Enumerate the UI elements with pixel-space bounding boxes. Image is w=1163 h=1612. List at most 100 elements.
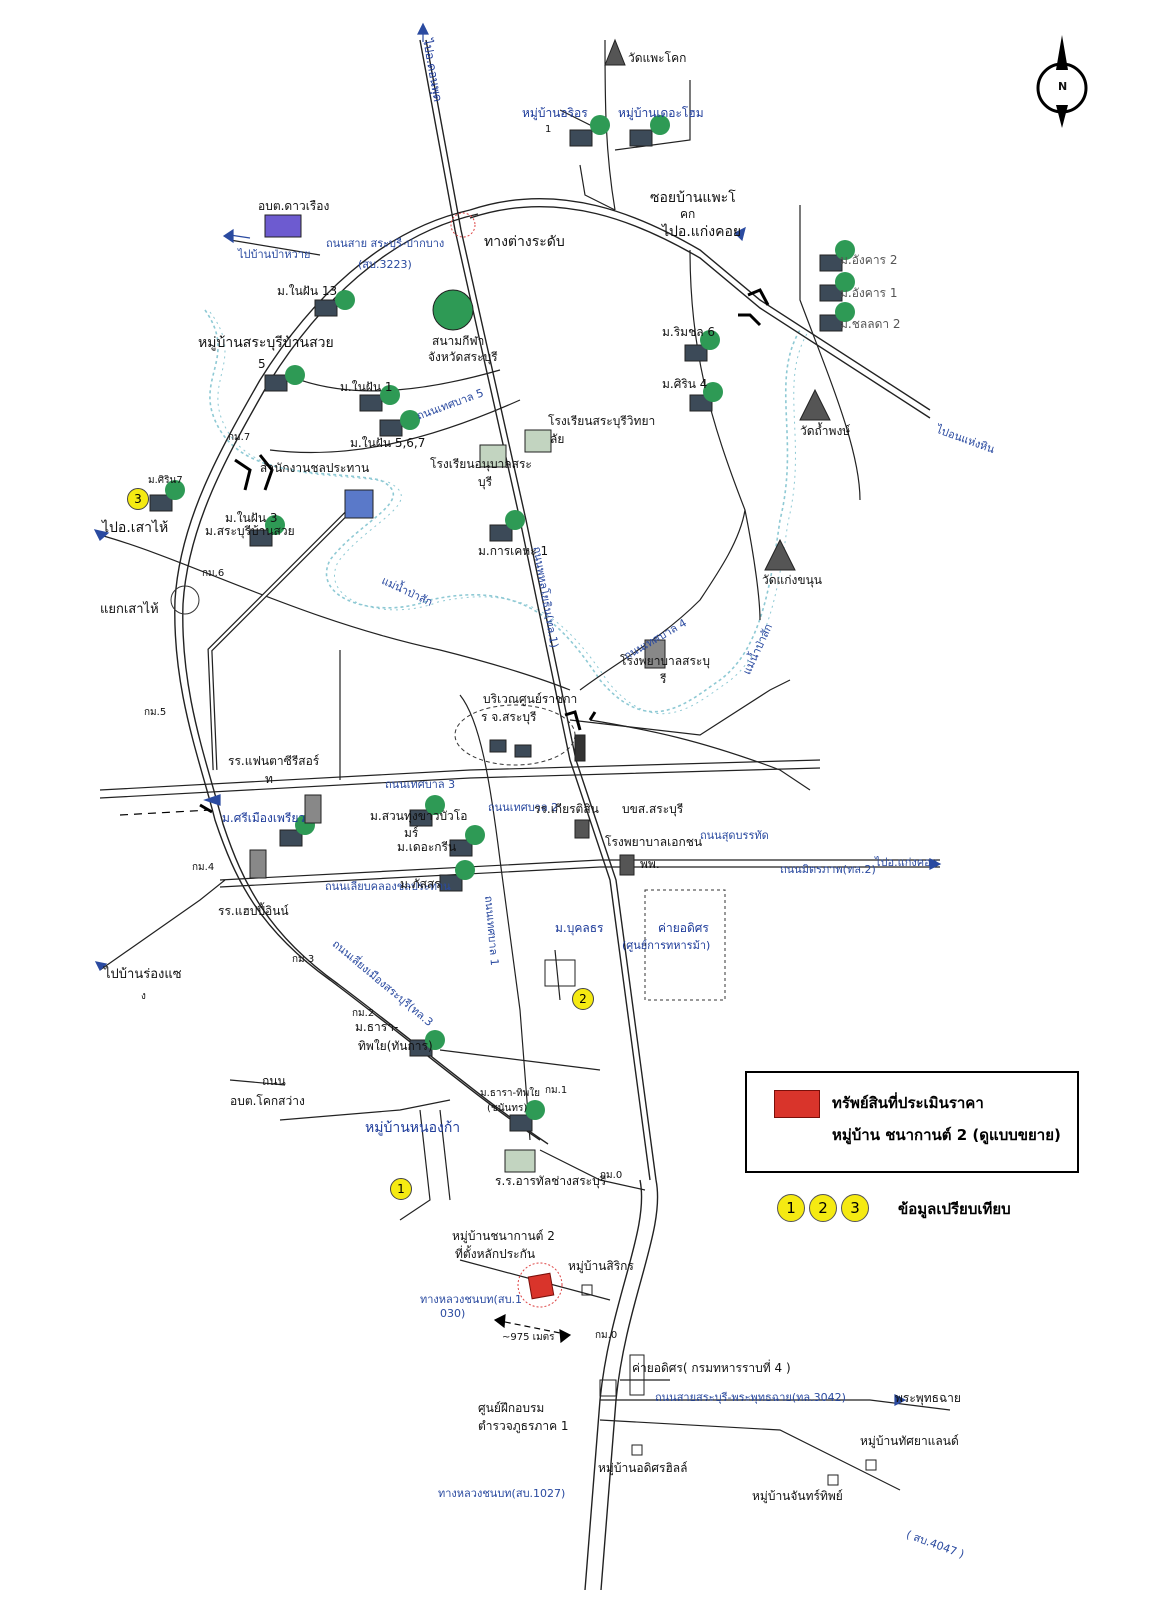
camp-adisorn2: (ศูนย์การทหารม้า) (622, 939, 711, 952)
mu-the-home: หมู่บ้านเดอะโฮม (618, 106, 704, 120)
road-tessaban3: ถนนเทศบาล 3 (385, 778, 456, 791)
legend-swatch (774, 1090, 820, 1118)
m-suan-thung2: มร์ (404, 826, 419, 840)
comparison-marker-2: 2 (809, 1194, 837, 1222)
gov-center: บริเวณศูนย์ราชกา (483, 692, 578, 706)
road-irrigation (207, 508, 352, 771)
hospital-private: โรงพยาบาลเอกชน (605, 835, 703, 849)
m-angkhara2: ม.อังคาร 2 (840, 253, 898, 267)
temple-icons (604, 38, 831, 571)
camp2: ค่ายอดิศร( กรมทหารราบที่ 4 ) (632, 1361, 791, 1375)
m-thara3: ม.ธารา-ทิพใย (480, 1088, 541, 1099)
m-thara2: ทิพใย(ทันการ) (358, 1039, 433, 1053)
hospital: โรงพยาบาลสระบุ (620, 654, 710, 668)
interchange-circle (450, 212, 476, 238)
wat-phae-khok: วัดแพะโคก (628, 51, 687, 65)
m-the-green: ม.เดอะกรีน (397, 840, 457, 854)
subject-property (527, 1272, 555, 1300)
m-sirin4: ม.ศิริน 4 (662, 377, 708, 391)
dir-west: ไปบ้านป่าหวาย (238, 248, 311, 261)
wat-tham-phong: วัดถ้ำพงษ์ (800, 424, 851, 438)
m-thara: ม.ธารา- (355, 1020, 399, 1034)
stadium-label2: จังหวัดสระบุรี (428, 350, 498, 364)
mu-nong-kao: หมู่บ้านหนองก้า (365, 1120, 461, 1136)
m-nai-fan567: ม.ในฝัน 5,6,7 (350, 436, 426, 450)
m-sri-mueang: ม.ศรีเมืองเพรียว (222, 811, 306, 825)
hotel-fantasy: รร.แฟนตาซีรีสอร์ (228, 754, 320, 768)
tree-icons (165, 115, 855, 1120)
camp-adisorn: ค่ายอดิศร (658, 921, 709, 935)
m-sirin7: ม.ศิริน7 (148, 475, 183, 486)
dir-left-lower-suffix: ง (141, 991, 146, 1002)
yaek-sao-hai-circle (170, 585, 200, 615)
m-nai-fan1: ม.ในฝัน 1 (340, 380, 393, 394)
mu-chan-thip: หมู่บ้านจันทร์ทิพย์ (752, 1489, 843, 1503)
km7: กม.7 (228, 432, 251, 443)
camp-adisorn-area (644, 889, 726, 1001)
dir-left-mid: ไปอ.เสาไห้ (102, 520, 169, 536)
abt-khok: ถนน (262, 1074, 286, 1088)
m-chonlada2: ม.ชลลดา 2 (840, 317, 901, 331)
building-icons (249, 214, 877, 1486)
chanakan-label1: หมู่บ้านชนากานต์ 2 (452, 1229, 555, 1243)
gov-center2: ร จ.สระบุรี (481, 710, 537, 724)
direction-arrows (93, 22, 942, 1406)
school-saraburi-witthaya2: ลัย (550, 432, 565, 446)
comparison-pin-3: 3 (127, 488, 149, 510)
dir-east-mid: ไปอ.แก่งคอย (875, 856, 938, 869)
legend-line1: ทรัพย์สินที่ประเมินราคา (832, 1094, 984, 1112)
road-sut-banthat: ถนนสุดบรรทัด (700, 829, 769, 842)
village-icons (149, 129, 843, 1132)
road-phahon-yothin (419, 39, 659, 1591)
road-1030: ทางหลวงชนบท(สบ.1 (420, 1293, 523, 1306)
hotel-happy-inn: รร.แฮปปี้อินน์ (218, 904, 289, 918)
school-anuban: โรงเรียนอนุบาลสระ (430, 457, 532, 471)
abt-khok2: อบต.โคกสว่าง (230, 1094, 305, 1108)
school-saraburi-witthaya: โรงเรียนสระบุรีวิทยา (548, 414, 656, 428)
abt-dao-rueang: อบต.ดาวเรือง (258, 199, 330, 213)
distance-arrow (119, 809, 572, 1344)
comparison-marker-3: 3 (841, 1194, 869, 1222)
mu-sirikorn: หมู่บ้านสิริกร (568, 1259, 634, 1273)
km1: กม.1 (545, 1085, 568, 1096)
school-lan: ร.ร.อารทัลช่างสระบุรี (495, 1174, 607, 1188)
dir-left-lower: ไปบ้านร่องแซ (104, 967, 182, 982)
km6: กม.6 (202, 568, 225, 579)
km2: กม.2 (352, 1008, 375, 1019)
mu-saraburi-bansuai: หมู่บ้านสระบุรีบ้านสวย (198, 335, 334, 351)
m-nai-fan13: ม.ในฝัน 13 (277, 284, 338, 298)
km0b: กม.0 (595, 1330, 618, 1341)
hospital2: รี (660, 672, 667, 686)
pp-label: พพ. (640, 857, 660, 871)
compass (1036, 35, 1088, 128)
dir-northeast: ไปอ.แก่งคอย (662, 224, 742, 240)
mu-saraburi-bansuai-num: 5 (258, 357, 266, 371)
legend-line2: หมู่บ้าน ชนากานต์ 2 (ดูแบบขยาย) (832, 1126, 1061, 1144)
road-1027: ทางหลวงชนบท(สบ.1027) (438, 1487, 566, 1500)
road-mittraphap: ถนนมิตรภาพ(ทล.2) (780, 863, 876, 876)
compass-letter: N (1058, 80, 1068, 93)
m-angkhara1: ม.อังคาร 1 (840, 286, 898, 300)
comparison-marker-1: 1 (777, 1194, 805, 1222)
m-bunklon: ม.บุคลธร (555, 921, 604, 935)
km3: กม.3 (292, 954, 315, 965)
km0: กม.0 (600, 1170, 623, 1181)
distance-label: ~975 เมตร (502, 1332, 555, 1343)
wat-kaeng-khanun: วัดแก่งขนุน (762, 573, 822, 587)
chanakan-label2: ที่ตั้งหลักประกัน (455, 1247, 536, 1261)
yaek-sao-hai: แยกเสาไห้ (100, 602, 159, 617)
km4: กม.4 (192, 862, 215, 873)
stadium-label1: สนามกีฬา (432, 334, 485, 348)
mu-thatsaya: หมู่บ้านทัศยาแลนด์ (860, 1434, 959, 1448)
road-bypass (174, 197, 931, 1145)
training2: ตำรวจภูธรภาค 1 (478, 1419, 569, 1433)
soi-phae-label: ซอยบ้านแพะโ (650, 190, 736, 206)
comparison-label: ข้อมูลเปรียบเทียบ (898, 1200, 1011, 1218)
soi-phae-label2: คก (680, 207, 696, 221)
m-phattara: ม.ภัสสร (400, 877, 441, 891)
mu-adisorn-hill: หมู่บ้านอดิศรฮิลล์ (598, 1461, 688, 1475)
school-anuban2: บุรี (478, 475, 493, 489)
hotel-fantasy2: ท (265, 772, 273, 786)
km5: กม.5 (144, 707, 167, 718)
